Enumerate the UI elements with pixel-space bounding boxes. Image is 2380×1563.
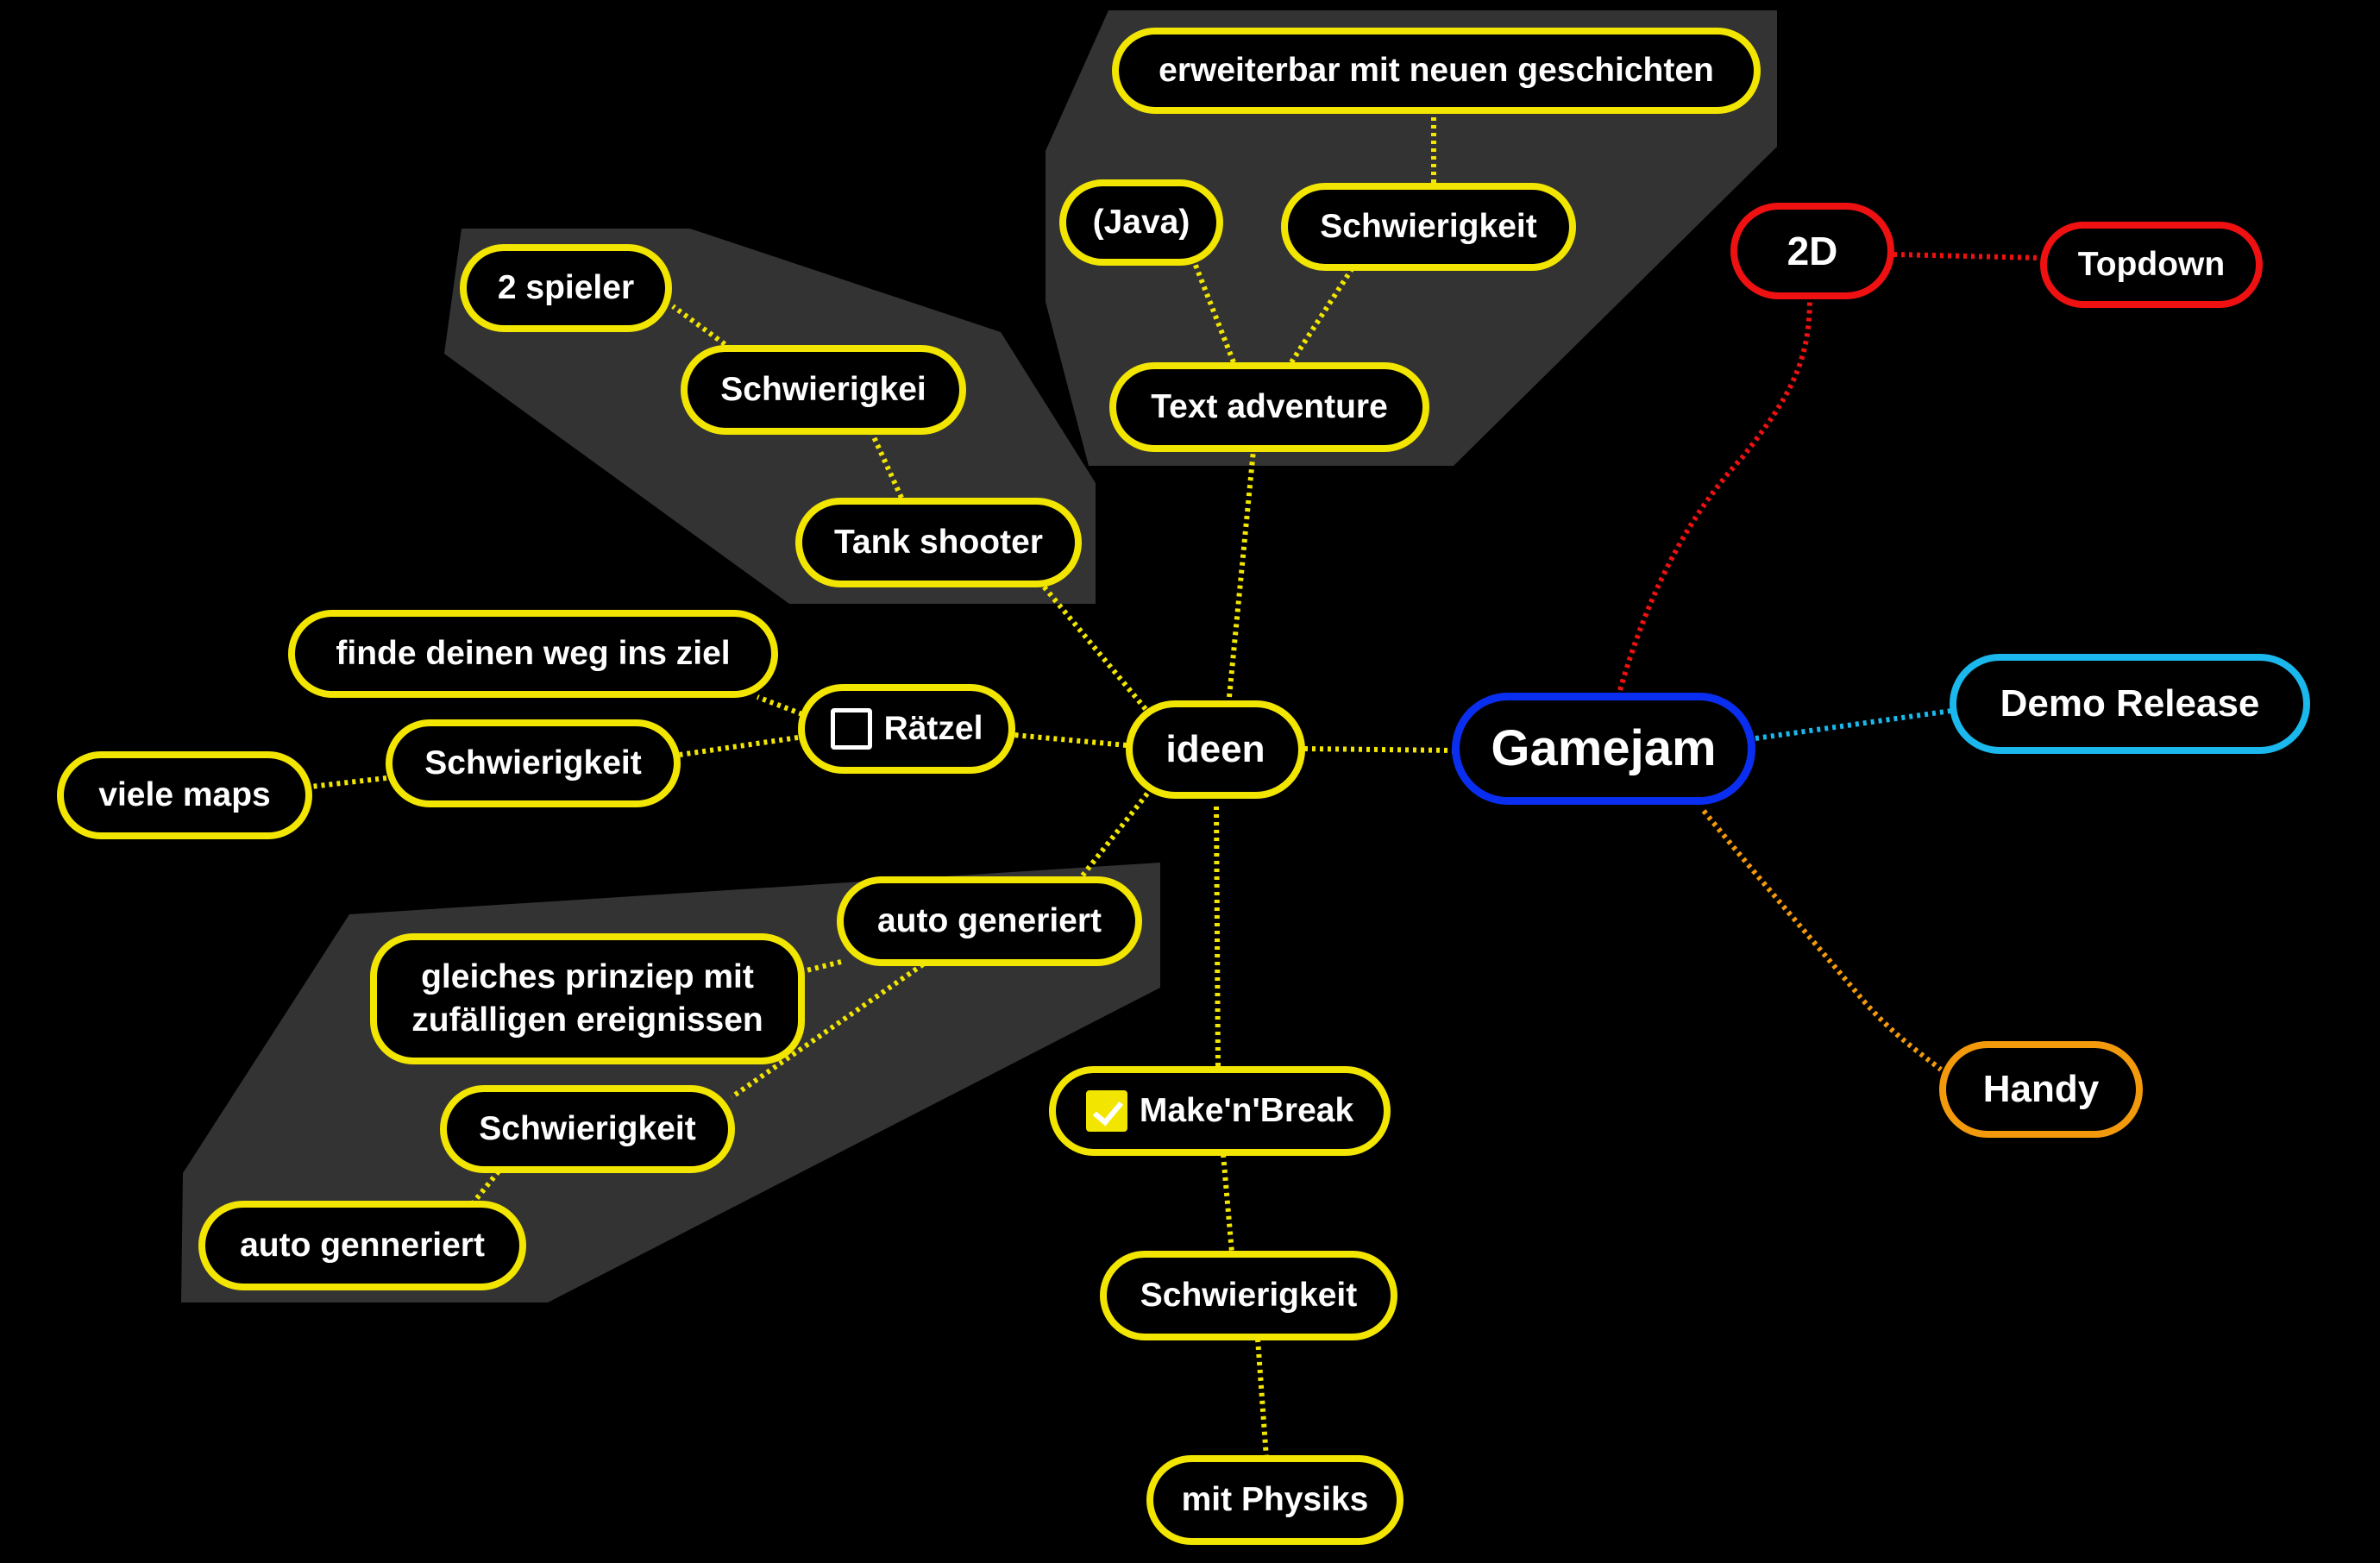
checkbox-raetsel[interactable] <box>830 708 872 750</box>
node-schwierigkei-tank-label: Schwierigkei <box>720 371 926 409</box>
node-erweiterbar-label: erweiterbar mit neuen geschichten <box>1159 52 1714 90</box>
node-schwierigkeit-makenbreak[interactable]: Schwierigkeit <box>1100 1251 1397 1340</box>
node-java[interactable]: (Java) <box>1059 179 1223 266</box>
connector-text-adventure-schwierigkeit <box>1289 267 1354 364</box>
node-2d[interactable]: 2D <box>1730 203 1894 299</box>
node-schwierigkeit-text-adventure[interactable]: Schwierigkeit <box>1281 183 1576 271</box>
connector-gamejam-ideen <box>1303 746 1457 753</box>
connector-auto-gleiches <box>806 959 842 973</box>
connector-gamejam-2d <box>1617 297 1812 691</box>
node-schwierigkeit-auto-label: Schwierigkeit <box>479 1110 696 1148</box>
node-ideen-label: ideen <box>1165 727 1265 770</box>
node-demo-release[interactable]: Demo Release <box>1950 654 2310 754</box>
node-make-n-break[interactable]: Make'n'Break <box>1049 1066 1391 1156</box>
node-auto-genneriert-label: auto genneriert <box>240 1227 485 1265</box>
connector-schwierigkeit-maps <box>310 775 387 789</box>
node-ideen[interactable]: ideen <box>1126 700 1305 799</box>
node-gleiches-prinzip-label: gleiches prinziep mit zufälligen ereigni… <box>411 958 763 1039</box>
node-text-adventure[interactable]: Text adventure <box>1109 362 1429 452</box>
node-schwierigkeit-raetsel[interactable]: Schwierigkeit <box>386 719 681 807</box>
node-2d-label: 2D <box>1787 228 1838 273</box>
connector-text-adventure-java <box>1192 261 1236 364</box>
node-auto-genneriert[interactable]: auto genneriert <box>198 1201 526 1290</box>
node-topdown-label: Topdown <box>2077 246 2226 284</box>
root-node-gamejam[interactable]: Gamejam <box>1452 693 1755 805</box>
node-erweiterbar[interactable]: erweiterbar mit neuen geschichten <box>1112 28 1761 114</box>
connector-ideen-text-adventure <box>1227 449 1256 698</box>
node-tank-shooter-label: Tank shooter <box>834 524 1043 562</box>
node-handy-label: Handy <box>1982 1067 2100 1110</box>
node-auto-generiert[interactable]: auto generiert <box>837 876 1142 966</box>
connector-raetsel-finde <box>756 694 804 717</box>
node-handy[interactable]: Handy <box>1939 1041 2143 1138</box>
node-schwierigkeit-raetsel-label: Schwierigkeit <box>424 744 642 782</box>
node-auto-generiert-label: auto generiert <box>876 902 1102 940</box>
node-tank-shooter[interactable]: Tank shooter <box>795 498 1082 587</box>
connector-raetsel-schwierigkeit <box>679 735 799 757</box>
node-finde-weg-label: finde deinen weg ins ziel <box>336 635 731 673</box>
checkbox-make-n-break[interactable] <box>1085 1090 1127 1132</box>
node-schwierigkeit-auto[interactable]: Schwierigkeit <box>440 1085 735 1173</box>
node-demo-release-label: Demo Release <box>2000 681 2260 725</box>
connector-gamejam-handy <box>1701 809 1943 1072</box>
node-schwierigkeit-text-adventure-label: Schwierigkeit <box>1320 208 1537 246</box>
node-mit-physiks-label: mit Physiks <box>1181 1481 1369 1519</box>
node-2-spieler-label: 2 spieler <box>497 269 635 307</box>
node-schwierigkei-tank[interactable]: Schwierigkei <box>681 345 966 435</box>
node-gleiches-prinzip[interactable]: gleiches prinziep mit zufälligen ereigni… <box>370 933 805 1064</box>
node-make-n-break-label: Make'n'Break <box>1139 1092 1354 1130</box>
node-raetsel[interactable]: Rätzel <box>798 684 1015 774</box>
connector-2d-topdown <box>1893 252 2042 260</box>
node-2-spieler[interactable]: 2 spieler <box>460 244 672 332</box>
node-viele-maps[interactable]: viele maps <box>57 751 312 839</box>
connector-ideen-auto-generiert <box>1080 792 1150 877</box>
node-java-label: (Java) <box>1092 204 1190 242</box>
node-viele-maps-label: viele maps <box>98 776 271 814</box>
connector-auto-schwierigkeit <box>730 962 925 1100</box>
connector-schwierigkei-2spieler <box>671 304 745 361</box>
node-mit-physiks[interactable]: mit Physiks <box>1146 1455 1404 1545</box>
connector-schwierigkeit-physiks <box>1255 1338 1269 1459</box>
node-topdown[interactable]: Topdown <box>2040 222 2263 308</box>
connector-ideen-tank-shooter <box>1041 585 1148 711</box>
connector-schwierigkeit-genneriert <box>470 1170 501 1205</box>
node-text-adventure-label: Text adventure <box>1151 388 1388 426</box>
root-node-label: Gamejam <box>1491 719 1717 776</box>
connector-ideen-makenbreak <box>1214 806 1221 1070</box>
node-schwierigkeit-makenbreak-label: Schwierigkeit <box>1140 1277 1358 1315</box>
connector-ideen-raetsel <box>1013 732 1127 748</box>
connector-gamejam-demo <box>1755 708 1952 741</box>
connector-makenbreak-schwierigkeit <box>1221 1153 1234 1253</box>
node-raetsel-label: Rätzel <box>883 710 983 748</box>
node-finde-weg[interactable]: finde deinen weg ins ziel <box>288 610 778 698</box>
ideen-connectors <box>310 112 1457 1459</box>
